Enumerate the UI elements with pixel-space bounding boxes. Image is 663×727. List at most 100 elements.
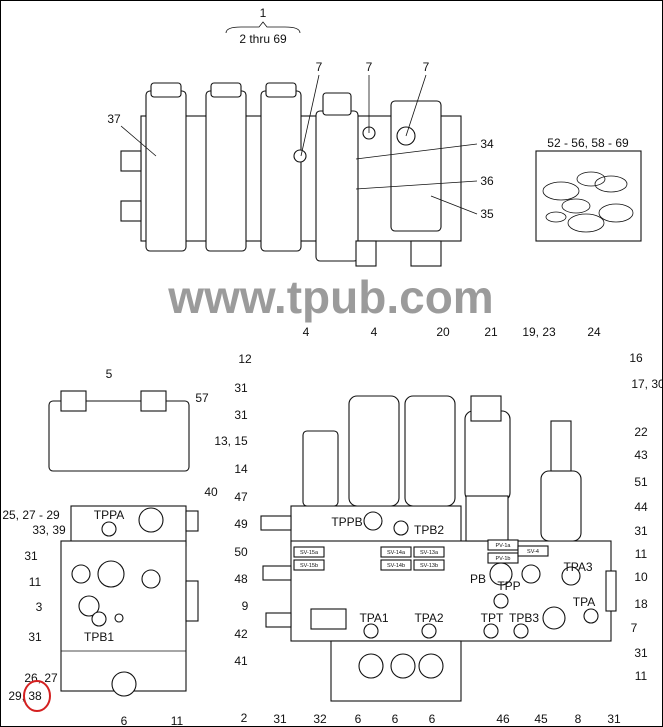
callout-label: 8 xyxy=(575,712,582,726)
port-label: TPPA xyxy=(94,508,124,522)
valve-tags: SV-15aSV-15bSV-14aSV-14bSV-13aSV-13bPV-1… xyxy=(293,539,549,571)
valve-tag-box xyxy=(293,546,325,558)
callout-label: 6 xyxy=(429,712,436,726)
port-label: TPA xyxy=(573,595,595,609)
callout-label: 5 xyxy=(106,367,113,381)
callout-label: 9 xyxy=(242,599,249,613)
port-label: TPA1 xyxy=(359,611,388,625)
callout-label: 48 xyxy=(234,572,248,586)
callout-label: 31 xyxy=(234,408,248,422)
valve-tag: SV-15a xyxy=(300,550,319,556)
valve-tag: SV-13a xyxy=(420,550,439,556)
callout-label: 4 xyxy=(371,325,378,339)
callout-label: 6 xyxy=(355,712,362,726)
callout-label: 11 xyxy=(635,669,648,683)
valve-tag: SV-4 xyxy=(527,549,539,555)
valve-tag: SV-14a xyxy=(387,550,406,556)
port-label: TPP xyxy=(497,579,520,593)
callout-label: 43 xyxy=(634,448,648,462)
callout-label: 32 xyxy=(313,712,327,726)
watermark: www.tpub.com xyxy=(167,271,493,323)
callout-label: 7 xyxy=(366,60,373,74)
callout-label: 25, 27 - 29 xyxy=(2,508,60,522)
valve-tag-box xyxy=(413,559,445,571)
callout-label: 21 xyxy=(484,325,498,339)
callout-label: 33, 39 xyxy=(32,523,66,537)
callout-label: 31 xyxy=(607,712,621,726)
callout-label: 37 xyxy=(107,112,121,126)
valve-tag-box xyxy=(293,559,325,571)
callout-label: 7 xyxy=(631,621,638,635)
callout-label: 24 xyxy=(587,325,601,339)
callout-label: 44 xyxy=(634,500,648,514)
callout-label: 11 xyxy=(171,714,184,727)
assembly-title: 1 2 thru 69 xyxy=(225,6,301,46)
callout-label: 50 xyxy=(234,545,248,559)
callout-label: 19, 23 xyxy=(522,325,556,339)
callout-label: 31 xyxy=(634,524,648,538)
valve-tag: SV-15b xyxy=(300,563,318,569)
callout-label: 40 xyxy=(204,485,218,499)
callout-label: 3 xyxy=(36,600,43,614)
callout-label: 10 xyxy=(634,570,648,584)
callout-label: 51 xyxy=(634,475,648,489)
port-label: PB xyxy=(470,572,486,586)
callout-label: 17, 30 xyxy=(631,377,663,391)
port-label: TPA3 xyxy=(563,560,592,574)
port-label: TPB2 xyxy=(414,523,444,537)
callout-label: 20 xyxy=(436,325,450,339)
callout-label: 13, 15 xyxy=(214,434,248,448)
valve-tag: PV-1b xyxy=(496,556,511,562)
main-manifold xyxy=(260,395,617,702)
callout-label: 29, 38 xyxy=(8,689,42,703)
side-manifold xyxy=(48,390,199,697)
callout-label: 14 xyxy=(234,462,248,476)
brace xyxy=(225,21,301,34)
assembly-range: 2 thru 69 xyxy=(239,32,287,46)
callout-label: 6 xyxy=(392,712,399,726)
callout-label: 11 xyxy=(635,547,648,561)
callout-label: 31 xyxy=(24,549,38,563)
callout-label: 57 xyxy=(195,391,209,405)
callout-label: 7 xyxy=(423,60,430,74)
callout-label: 22 xyxy=(634,425,648,439)
port-label: TPPB xyxy=(331,515,362,529)
callout-label: 36 xyxy=(480,174,494,188)
callout-label: 47 xyxy=(234,490,248,504)
callout-label: 31 xyxy=(634,646,648,660)
port-label: TPB3 xyxy=(509,611,539,625)
callout-label: 16 xyxy=(629,351,643,365)
port-label: TPB1 xyxy=(84,630,114,644)
valve-tag-box xyxy=(487,552,519,564)
callout-label: 4 xyxy=(303,325,310,339)
port-label: TPA2 xyxy=(414,611,443,625)
callout-label: 31 xyxy=(28,630,42,644)
valve-tag-box xyxy=(413,546,445,558)
valve-tag-box xyxy=(517,545,549,557)
port-label: TPT xyxy=(481,611,504,625)
callout-label: 45 xyxy=(534,712,548,726)
callout-label: 34 xyxy=(480,137,494,151)
callout-label: 31 xyxy=(234,381,248,395)
callout-label: 42 xyxy=(234,627,248,641)
callout-label: 7 xyxy=(316,60,323,74)
callout-label: 12 xyxy=(238,352,252,366)
callout-label: 2 xyxy=(241,711,248,725)
valve-tag-box xyxy=(380,559,412,571)
callout-label: 46 xyxy=(496,712,510,726)
valve-tag: PV-1a xyxy=(496,543,512,549)
callout-label: 6 xyxy=(121,714,128,727)
top-valve-assembly xyxy=(120,74,478,267)
callout-label: 11 xyxy=(29,575,42,589)
valve-tag-box xyxy=(380,546,412,558)
callout-label: 49 xyxy=(234,517,248,531)
assembly-item-number: 1 xyxy=(260,6,267,20)
ring-kit-label: 52 - 56, 58 - 69 xyxy=(547,136,629,150)
callout-label: 18 xyxy=(634,597,648,611)
valve-tag: SV-14b xyxy=(387,563,405,569)
callout-label: 41 xyxy=(234,654,248,668)
ring-kit xyxy=(535,150,642,242)
